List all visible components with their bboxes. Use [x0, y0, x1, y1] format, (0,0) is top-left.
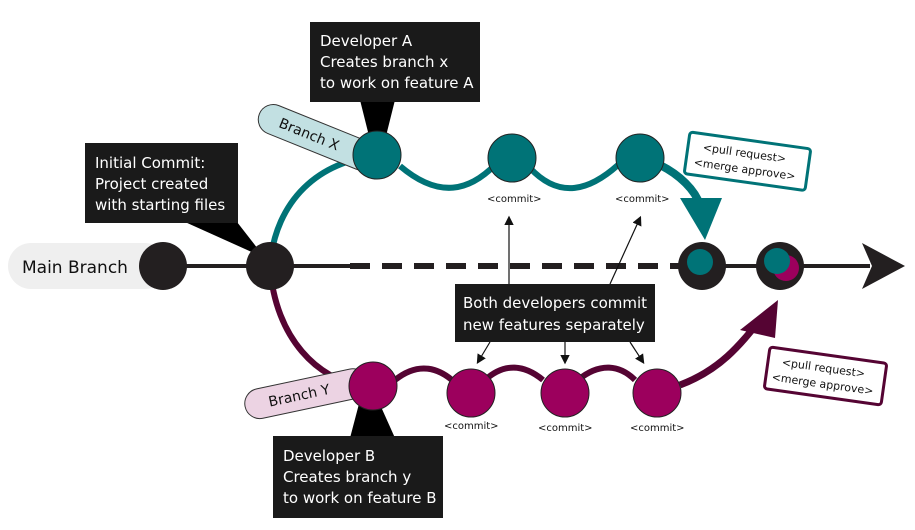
- branch-y-pill: Branch Y: [244, 368, 369, 420]
- branch-x-commit-1[interactable]: [487, 133, 537, 183]
- branch-x-commit-2-label: <commit>: [615, 194, 670, 205]
- main-branch-label: Main Branch: [22, 258, 128, 278]
- developer-b-callout: [273, 436, 443, 518]
- branch-y-line: [393, 364, 638, 383]
- developer-a-line2: Creates branch x: [320, 53, 448, 71]
- pointer-arrow-y1: [476, 341, 491, 365]
- developer-a-line3: to work on feature A: [320, 74, 474, 92]
- initial-commit-line1: Initial Commit:: [95, 154, 205, 172]
- initial-commit-callout: [85, 143, 238, 223]
- developer-b-line2: Creates branch y: [283, 468, 411, 486]
- branch-x-pill: Branch X: [257, 104, 377, 171]
- branch-y-merge-arrowhead: [740, 300, 778, 338]
- pull-request-y-box: <pull request><merge approve>: [763, 345, 888, 407]
- branch-y-commit-2[interactable]: [540, 368, 590, 418]
- developer-b-line1: Developer B: [283, 447, 375, 465]
- developer-a-line1: Developer A: [320, 32, 413, 50]
- branch-x-line: [398, 162, 620, 192]
- branch-y-commit-1[interactable]: [446, 368, 496, 418]
- pointer-arrow-x2: [609, 215, 642, 285]
- pointer-arrow-y3: [629, 341, 645, 365]
- branch-x-merge-arrowhead: [680, 198, 722, 240]
- branch-y-commit-3[interactable]: [632, 368, 682, 418]
- main-branch-arrowhead: [862, 243, 905, 289]
- branch-x-commit-2[interactable]: [615, 133, 665, 183]
- merge-commit-x-inner: [687, 249, 713, 275]
- developer-a-pointer: [360, 100, 395, 140]
- both-developers-line1: Both developers commit: [463, 294, 647, 312]
- initial-commit-pointer: [185, 222, 265, 258]
- both-developers-line2: new features separately: [463, 316, 645, 334]
- merge-commit-x-inner-2: [764, 248, 790, 274]
- developer-a-callout: [310, 22, 480, 102]
- developer-b-pointer: [350, 400, 395, 438]
- svg-text:Initial Commit:Project created: Initial Commit: Project created with start…: [95, 154, 225, 214]
- branch-y-commit-0[interactable]: [348, 361, 398, 411]
- both-developers-callout: [455, 284, 655, 342]
- branch-y-commit-1-label: <commit>: [444, 421, 499, 432]
- pull-request-x-box: <pull request><merge approve>: [683, 130, 812, 192]
- branch-y-commit-2-label: <commit>: [538, 423, 593, 434]
- initial-commit-node[interactable]: [246, 242, 294, 290]
- branch-x-commit-0[interactable]: [352, 130, 402, 180]
- initial-commit-line3: with starting files: [95, 196, 225, 214]
- main-commit-1[interactable]: [139, 242, 187, 290]
- developer-b-line3: to work on feature B: [283, 489, 437, 507]
- initial-commit-line2: Project created: [95, 175, 208, 193]
- branch-x-commit-1-label: <commit>: [487, 194, 542, 205]
- main-branch-pill: [8, 243, 168, 289]
- branch-y-commit-3-label: <commit>: [630, 423, 685, 434]
